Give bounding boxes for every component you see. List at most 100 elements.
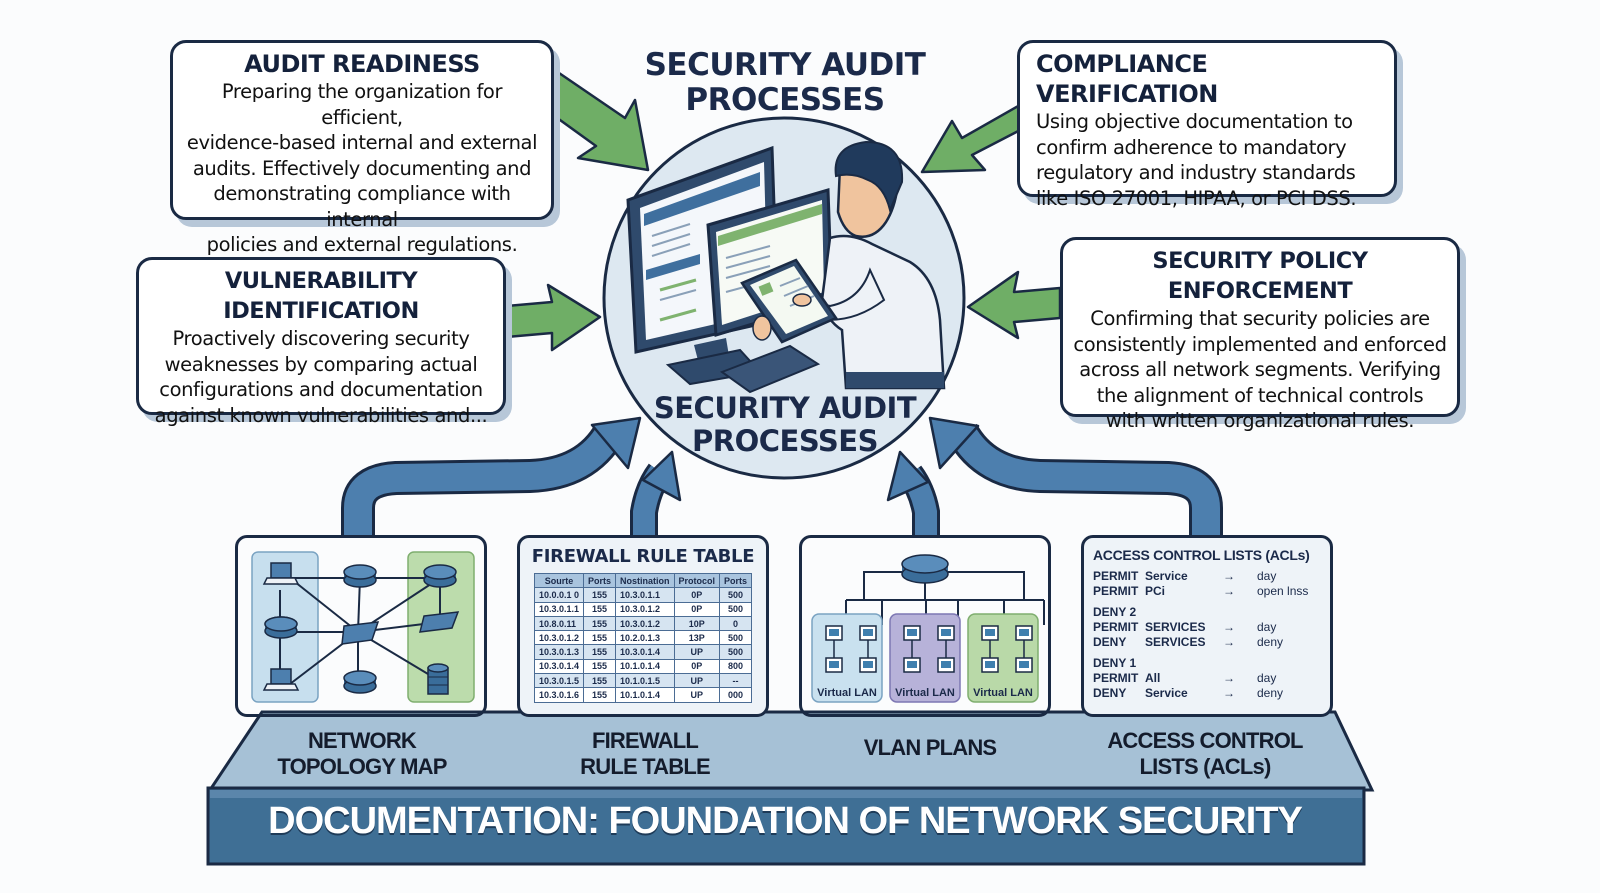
table-cell: 500 (719, 630, 753, 646)
column-header: Sourte (533, 572, 585, 589)
acl-rule: DENY SERVICES → deny (1093, 635, 1330, 650)
banner-highlight (210, 790, 1362, 798)
card-line: consistently implemented and enforced (1073, 332, 1447, 356)
acl-action: DENY (1093, 686, 1127, 700)
table-cell: 500 (719, 644, 753, 660)
table-cell: 155 (582, 673, 617, 689)
column-header: Ports (719, 572, 753, 589)
card-line: policies and external regulations. (206, 233, 518, 256)
arrow-right-icon: → (1223, 584, 1235, 598)
card-line: Proactively discovering security (172, 327, 470, 350)
card-compliance-verification: COMPLIANCE VERIFICATION Using objective … (1017, 40, 1397, 210)
router-icon (901, 554, 949, 584)
database-icon (427, 663, 449, 695)
arrow-right-icon: → (1223, 620, 1235, 634)
card-line: Preparing the organization for efficient… (221, 80, 503, 129)
auditor-illustration (626, 140, 946, 394)
tablet-icon (740, 258, 838, 344)
acl-result: day (1257, 569, 1277, 583)
table-cell: UP (673, 644, 721, 660)
card-line: the alignment of technical controls (1096, 383, 1424, 407)
page-title-line-1: SECURITY AUDIT (644, 47, 926, 83)
acl-result: day (1257, 620, 1277, 634)
table-cell: 0 (719, 615, 753, 632)
table-cell: 155 (582, 658, 617, 675)
acl-action: PERMIT (1093, 620, 1139, 634)
card-line: Using objective documentation to (1036, 110, 1353, 133)
table-cell: 10.3.0.1.3 (533, 644, 585, 660)
card-security-policy-enforcement: SECURITY POLICY ENFORCEMENT Confirming t… (1060, 237, 1460, 432)
table-cell: 155 (582, 644, 617, 660)
topology-diagram (251, 551, 475, 703)
table-cell: 10.8.0.11 (533, 615, 585, 632)
acl-group-header: DENY 2 (1093, 605, 1137, 619)
arrow-right-icon: → (1223, 686, 1235, 700)
table-cell: 10.3.0.1.2 (615, 615, 675, 632)
acl-action: DENY (1093, 635, 1127, 649)
switch-icon (341, 621, 380, 645)
computer-icon (903, 625, 921, 641)
card-line: audits. Effectively documenting and (192, 156, 532, 180)
card-line: Confirming that security policies are (1090, 307, 1430, 330)
table-header-row: Sourte Ports Nostination Protocol Ports (533, 572, 753, 589)
table-cell: 10.2.0.1.3 (615, 630, 675, 646)
acl-panel-title: ACCESS CONTROL LISTS (ACLs) (1093, 547, 1310, 563)
foundation-banner (206, 786, 1366, 866)
table-cell: UP (673, 673, 721, 689)
table-cell: 10P (673, 615, 721, 632)
acl-target: Service (1145, 569, 1188, 583)
table-cell: 10.3.0.1.2 (533, 630, 585, 646)
card-vulnerability-identification: VULNERABILITY IDENTIFICATION Proactively… (136, 257, 506, 427)
acl-target: SERVICES (1145, 635, 1206, 649)
card-line: configurations and documentation (159, 378, 483, 401)
table-cell: 10.0.0.1 0 (533, 587, 585, 603)
router-icon (264, 616, 298, 639)
acl-action: PERMIT (1093, 671, 1139, 685)
label-access-control-lists: ACCESS CONTROL LISTS (ACLs) (1100, 728, 1310, 780)
label-line: FIREWALL (591, 728, 699, 753)
router-icon (343, 564, 377, 588)
label-firewall-rule-table: FIREWALL RULE TABLE (555, 728, 735, 780)
card-audit-readiness: AUDIT READINESS Preparing the organizati… (170, 40, 554, 256)
table-cell: 10.1.0.1.4 (615, 658, 675, 675)
arrow-firewall-to-audit (630, 450, 682, 535)
label-line: RULE TABLE (580, 754, 711, 779)
acl-result: open lnss (1257, 584, 1309, 598)
card-line: like ISO 27001, HIPAA, or PCI DSS. (1036, 186, 1357, 210)
table-cell: UP (673, 687, 721, 703)
panel-access-control-lists: ACCESS CONTROL LISTS (ACLs) PERMIT Servic… (1081, 535, 1333, 717)
acl-action: PERMIT (1093, 569, 1139, 583)
table-cell: 155 (582, 601, 617, 617)
label-network-topology: NETWORK TOPOLOGY MAP (272, 728, 452, 780)
acl-target: PCi (1145, 584, 1166, 598)
arrow-right-icon: → (1223, 635, 1235, 649)
card-title: VULNERABILITY IDENTIFICATION (223, 268, 419, 324)
arrow-topology-to-audit (341, 416, 642, 536)
table-cell: 0P (673, 601, 721, 617)
table-cell: 10.3.0.1.2 (615, 601, 675, 617)
table-cell: 13P (673, 630, 721, 646)
acl-result: deny (1257, 686, 1284, 700)
circle-title: SECURITY AUDIT PROCESSES (630, 392, 940, 458)
router-icon (343, 670, 377, 694)
table-cell: 500 (719, 601, 753, 617)
acl-result: deny (1257, 635, 1284, 649)
column-header: Protocol (673, 572, 721, 589)
label-vlan-plans: VLAN PLANS (840, 735, 1020, 761)
table-cell: 155 (582, 587, 617, 603)
laptop-icon (262, 668, 300, 691)
label-line: ACCESS CONTROL (1107, 728, 1303, 753)
table-cell: 500 (719, 587, 753, 603)
